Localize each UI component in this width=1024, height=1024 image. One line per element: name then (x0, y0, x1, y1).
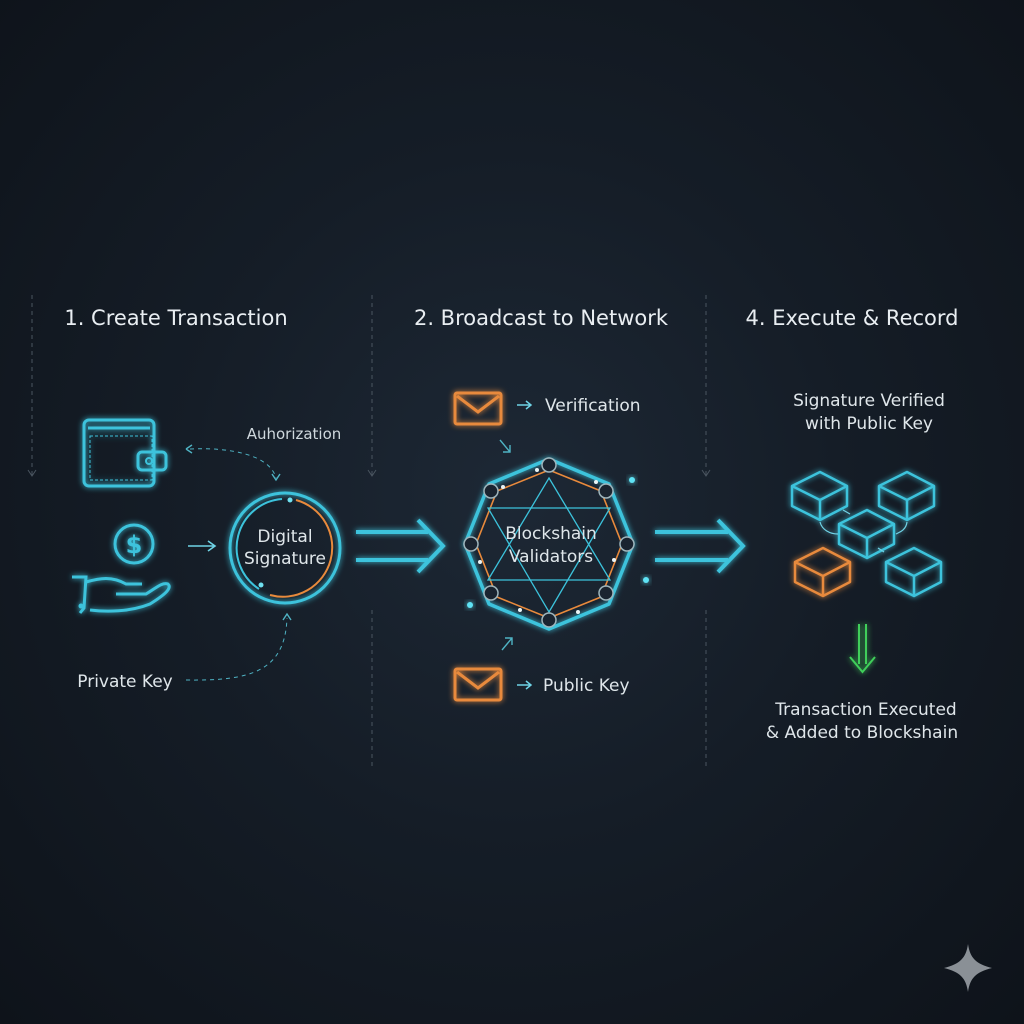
authorization-arrow (185, 444, 281, 482)
signature-verified-label-2: with Public Key (805, 414, 933, 434)
blocks-icon (790, 470, 943, 598)
big-arrow-1 (356, 518, 446, 574)
envelope-icon-public-key (453, 667, 503, 702)
wallet-icon (82, 418, 168, 488)
digital-signature-label-1: Digital (257, 527, 312, 547)
big-arrow-2 (655, 518, 746, 574)
transaction-executed-label-1: Transaction Executed (774, 700, 956, 720)
arrow-to-signature (188, 540, 217, 552)
down-arrow-icon (849, 624, 876, 674)
validators-label-1: Blockshain (505, 524, 597, 544)
signature-verified-label-1: Signature Verified (793, 391, 945, 411)
blockchain-validators-network (463, 457, 649, 631)
authorization-label: Auhorization (247, 425, 342, 443)
step-2-title: 2. Broadcast to Network (414, 306, 669, 330)
digital-signature-label-2: Signature (244, 549, 326, 569)
private-key-arrow (282, 612, 292, 621)
validators-label-2: Validators (509, 547, 593, 567)
svg-text:$: $ (126, 531, 143, 559)
dollar-coin-icon: $ (113, 523, 155, 565)
envelope-icon-verification (453, 391, 503, 426)
step-3-title: 4. Execute & Record (746, 306, 959, 330)
transaction-executed-label-2: & Added to Blockshain (766, 723, 958, 743)
digital-signature-circle (228, 491, 342, 605)
sparkle-icon (944, 944, 992, 992)
hand-icon (72, 575, 171, 614)
public-key-label: Public Key (543, 676, 630, 696)
step-1-title: 1. Create Transaction (64, 306, 287, 330)
column-dividers (27, 295, 711, 770)
arrow-icon (517, 680, 533, 690)
private-key-label: Private Key (77, 672, 173, 692)
arrow-icon (517, 400, 533, 410)
arrow-icon (499, 439, 511, 453)
arrow-icon (501, 637, 513, 651)
verification-label: Verification (545, 396, 641, 416)
